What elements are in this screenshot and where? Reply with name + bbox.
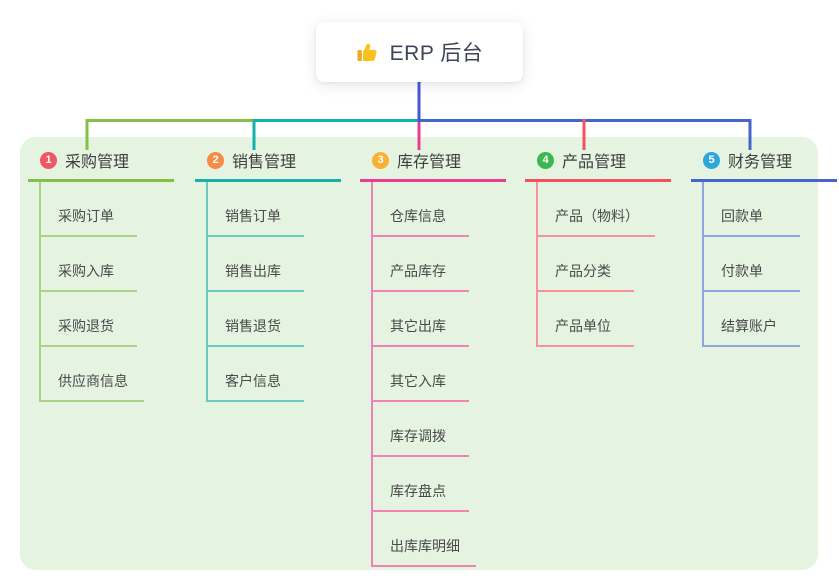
branch-number-badge: 2: [207, 151, 224, 169]
child-node[interactable]: 采购订单: [41, 182, 137, 237]
branch-number-badge: 1: [40, 151, 57, 169]
child-label: 产品分类: [555, 263, 611, 279]
child-node[interactable]: 付款单: [704, 237, 800, 292]
child-label: 库存调拨: [390, 428, 446, 444]
branch-number-badge: 4: [537, 151, 554, 169]
child-label: 回款单: [721, 208, 763, 224]
child-node[interactable]: 库存调拨: [373, 402, 469, 457]
child-label: 其它出库: [390, 318, 446, 334]
branch-title: 销售管理: [232, 154, 297, 171]
branch-column: 4 产品管理 产品（物料） 产品分类产品单位: [525, 146, 673, 347]
child-node[interactable]: 结算账户: [704, 292, 800, 347]
child-node[interactable]: 供应商信息: [41, 347, 144, 402]
child-label: 销售退货: [225, 318, 281, 334]
child-node[interactable]: 客户信息: [208, 347, 304, 402]
child-node[interactable]: 其它入库: [373, 347, 469, 402]
branch-number-badge: 3: [372, 151, 389, 169]
branch-children: 采购订单采购入库采购退货供应商信息: [39, 182, 144, 402]
child-label: 采购订单: [58, 208, 114, 224]
branch-column: 5 财务管理 回款单付款单结算账户: [691, 146, 839, 347]
thumbs-up-icon: [357, 43, 377, 61]
branch-header[interactable]: 3 库存管理: [360, 146, 506, 182]
branch-header[interactable]: 2 销售管理: [195, 146, 341, 182]
branch-number-badge: 5: [703, 151, 720, 169]
root-title: ERP 后台: [389, 42, 484, 65]
branch-header[interactable]: 5 财务管理: [691, 146, 837, 182]
child-label: 库存盘点: [390, 483, 446, 499]
child-label: 供应商信息: [58, 373, 128, 389]
child-node[interactable]: 销售退货: [208, 292, 304, 347]
child-node[interactable]: 采购入库: [41, 237, 137, 292]
branch-children: 产品（物料） 产品分类产品单位: [536, 182, 655, 347]
branch-header[interactable]: 1 采购管理: [28, 146, 174, 182]
child-label: 采购入库: [58, 263, 114, 279]
child-node[interactable]: 产品单位: [538, 292, 634, 347]
branch-column: 3 库存管理 仓库信息产品库存其它出库其它入库库存调拨库存盘点出库库明细: [360, 146, 508, 567]
child-node[interactable]: 库存盘点: [373, 457, 469, 512]
branch-column: 1 采购管理 采购订单采购入库采购退货供应商信息: [28, 146, 176, 402]
child-label: 结算账户: [721, 318, 777, 334]
child-node[interactable]: 出库库明细: [373, 512, 476, 567]
child-label: 其它入库: [390, 373, 446, 389]
child-label: 客户信息: [225, 373, 281, 389]
child-label: 产品（物料）: [555, 208, 639, 224]
child-node[interactable]: 产品分类: [538, 237, 634, 292]
child-node[interactable]: 仓库信息: [373, 182, 469, 237]
child-label: 销售订单: [225, 208, 281, 224]
branch-header[interactable]: 4 产品管理: [525, 146, 671, 182]
child-node[interactable]: 产品库存: [373, 237, 469, 292]
branch-title: 采购管理: [65, 154, 130, 171]
child-node[interactable]: 采购退货: [41, 292, 137, 347]
branch-title: 财务管理: [728, 154, 793, 171]
child-label: 产品单位: [555, 318, 611, 334]
child-node[interactable]: 其它出库: [373, 292, 469, 347]
branch-children: 回款单付款单结算账户: [702, 182, 800, 347]
child-label: 采购退货: [58, 318, 114, 334]
branch-column: 2 销售管理 销售订单销售出库销售退货客户信息: [195, 146, 343, 402]
child-node[interactable]: 产品（物料）: [538, 182, 655, 237]
child-node[interactable]: 销售订单: [208, 182, 304, 237]
root-node[interactable]: ERP 后台: [316, 22, 523, 82]
child-node[interactable]: 销售出库: [208, 237, 304, 292]
child-node[interactable]: 回款单: [704, 182, 800, 237]
branch-children: 销售订单销售出库销售退货客户信息: [206, 182, 304, 402]
child-label: 产品库存: [390, 263, 446, 279]
mindmap-panel: [20, 137, 818, 570]
child-label: 出库库明细: [390, 538, 460, 554]
child-label: 仓库信息: [390, 208, 446, 224]
branch-title: 库存管理: [397, 154, 462, 171]
branch-children: 仓库信息产品库存其它出库其它入库库存调拨库存盘点出库库明细: [371, 182, 476, 567]
child-label: 销售出库: [225, 263, 281, 279]
child-label: 付款单: [721, 263, 763, 279]
branch-title: 产品管理: [562, 154, 627, 171]
